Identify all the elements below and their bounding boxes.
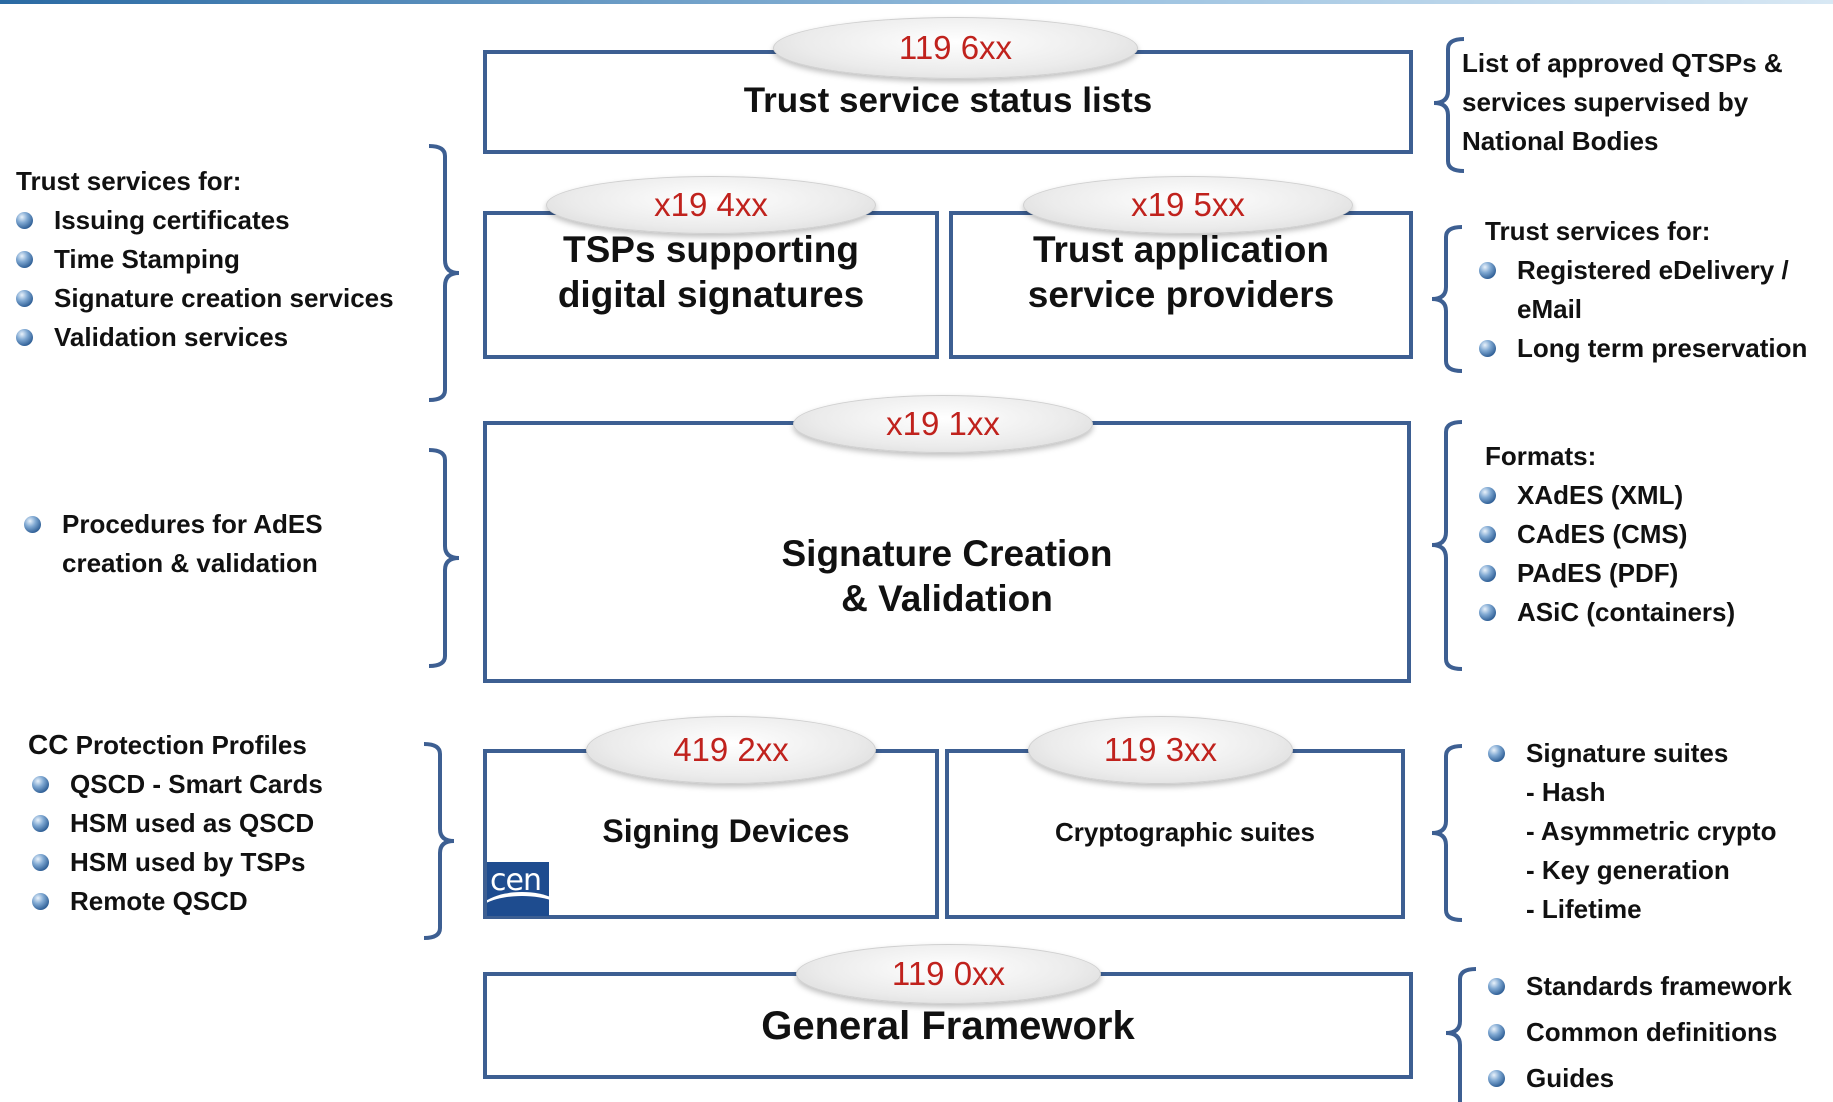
- right-trust-services-note: Trust services for: Registered eDelivery…: [1479, 212, 1807, 368]
- right-brace-approved-list: [1433, 37, 1465, 173]
- list-item: PAdES (PDF): [1477, 554, 1735, 593]
- formats-heading: Formats:: [1485, 441, 1597, 471]
- left-brace-trust-services: [428, 144, 460, 402]
- list-item: ASiC (containers): [1477, 593, 1735, 632]
- top-accent-line: [0, 0, 1833, 4]
- signature-creation-validation-title: Signature Creation & Validation: [487, 531, 1407, 621]
- list-item: Issuing certificates: [14, 201, 394, 240]
- signing-devices-title: Signing Devices: [602, 813, 850, 849]
- framework-list: Standards framework Common definitions G…: [1486, 963, 1792, 1101]
- right-brace-signature-suites: [1431, 744, 1463, 922]
- left-trust-services-heading: Trust services for:: [16, 166, 242, 196]
- tsp-digital-signatures-title: TSPs supporting digital signatures: [487, 227, 935, 317]
- right-trust-services-list: Registered eDelivery / eMail Long term p…: [1477, 251, 1807, 368]
- trust-application-providers-title: Trust application service providers: [953, 227, 1409, 317]
- list-item-continuation: eMail: [1517, 294, 1583, 324]
- code-oval-119-3xx: 119 3xx: [1028, 716, 1293, 784]
- left-procedures-note: Procedures for AdES creation & validatio…: [22, 505, 323, 583]
- bullet-icon: [1479, 526, 1496, 543]
- bullet-icon: [1479, 565, 1496, 582]
- list-item: Time Stamping: [14, 240, 394, 279]
- left-trust-services-list: Issuing certificates Time Stamping Signa…: [14, 201, 394, 357]
- tasp-title-line1: Trust application: [1032, 229, 1330, 270]
- bullet-icon: [1479, 340, 1496, 357]
- right-brace-trust-services: [1431, 225, 1463, 373]
- sub-item: - Key generation: [1526, 855, 1730, 885]
- list-item: QSCD - Smart Cards: [30, 765, 323, 804]
- right-approved-list-note: List of approved QTSPs & services superv…: [1462, 48, 1783, 156]
- bullet-icon: [16, 290, 33, 307]
- formats-list: XAdES (XML) CAdES (CMS) PAdES (PDF) ASiC…: [1477, 476, 1735, 632]
- bullet-icon: [1479, 262, 1496, 279]
- right-framework-note: Standards framework Common definitions G…: [1486, 963, 1792, 1101]
- right-brace-framework: [1445, 967, 1477, 1102]
- left-brace-protection-profiles: [423, 742, 455, 940]
- code-oval-x19-4xx: x19 4xx: [546, 176, 876, 234]
- sub-item: - Lifetime: [1526, 894, 1642, 924]
- left-brace-procedures: [428, 448, 460, 668]
- scv-title-line2: & Validation: [841, 578, 1053, 620]
- bullet-icon: [32, 893, 49, 910]
- list-item: Registered eDelivery /: [1477, 251, 1807, 290]
- left-protection-profiles-note: CC Protection Profiles QSCD - Smart Card…: [28, 725, 323, 921]
- list-item: HSM used by TSPs: [30, 843, 323, 882]
- list-item: Common definitions: [1486, 1009, 1792, 1055]
- tsp-title-line1: TSPs supporting: [563, 229, 859, 270]
- list-item: Validation services: [14, 318, 394, 357]
- right-trust-services-heading: Trust services for:: [1485, 216, 1711, 246]
- left-trust-services-note: Trust services for: Issuing certificates…: [16, 162, 394, 357]
- tsp-digital-signatures-box: TSPs supporting digital signatures: [483, 211, 939, 359]
- cryptographic-suites-title: Cryptographic suites: [1054, 817, 1316, 847]
- right-signature-suites-note: Signature suites - Hash - Asymmetric cry…: [1486, 734, 1776, 929]
- code-oval-119-0xx: 119 0xx: [796, 944, 1101, 1004]
- bullet-icon: [16, 251, 33, 268]
- code-oval-x19-1xx: x19 1xx: [793, 395, 1093, 453]
- bullet-icon: [1488, 1070, 1505, 1087]
- protection-profiles-list: QSCD - Smart Cards HSM used as QSCD HSM …: [30, 765, 323, 921]
- bullet-icon: [1488, 978, 1505, 995]
- trust-application-providers-box: Trust application service providers: [949, 211, 1413, 359]
- list-item: Procedures for AdES: [22, 505, 323, 544]
- list-item-continuation: creation & validation: [62, 548, 318, 578]
- list-item: Signature suites: [1486, 734, 1776, 773]
- protection-profiles-cc: CC: [28, 729, 69, 760]
- protection-profiles-heading-rest: Protection Profiles: [68, 730, 307, 760]
- list-item: Standards framework: [1486, 963, 1792, 1009]
- bullet-icon: [24, 516, 41, 533]
- list-item: XAdES (XML): [1477, 476, 1735, 515]
- right-brace-formats: [1431, 420, 1463, 671]
- bullet-icon: [16, 329, 33, 346]
- bullet-icon: [32, 815, 49, 832]
- bullet-icon: [16, 212, 33, 229]
- list-item: Remote QSCD: [30, 882, 323, 921]
- scv-title-line1: Signature Creation: [781, 533, 1113, 574]
- code-oval-x19-5xx: x19 5xx: [1023, 176, 1353, 234]
- code-oval-119-6xx: 119 6xx: [773, 17, 1138, 79]
- list-item: HSM used as QSCD: [30, 804, 323, 843]
- sub-item: - Asymmetric crypto: [1526, 816, 1777, 846]
- right-formats-note: Formats: XAdES (XML) CAdES (CMS) PAdES (…: [1479, 437, 1735, 632]
- tsp-title-line2: digital signatures: [557, 274, 865, 316]
- bullet-icon: [32, 776, 49, 793]
- code-oval-419-2xx: 419 2xx: [586, 716, 876, 784]
- bullet-icon: [1479, 487, 1496, 504]
- bullet-icon: [1479, 604, 1496, 621]
- list-item: CAdES (CMS): [1477, 515, 1735, 554]
- list-item: Long term preservation: [1477, 329, 1807, 368]
- bullet-icon: [1488, 745, 1505, 762]
- cen-logo: cen: [487, 862, 549, 916]
- list-item: Guides: [1486, 1055, 1792, 1101]
- sub-item: - Hash: [1526, 777, 1606, 807]
- bullet-icon: [32, 854, 49, 871]
- cen-logo-wave: [487, 892, 549, 916]
- list-item: Signature creation services: [14, 279, 394, 318]
- tasp-title-line2: service providers: [1027, 274, 1335, 316]
- protection-profiles-heading: CC Protection Profiles: [28, 725, 323, 765]
- general-framework-title: General Framework: [761, 1004, 1135, 1048]
- trust-service-status-lists-title: Trust service status lists: [743, 81, 1153, 120]
- signature-creation-validation-box: Signature Creation & Validation: [483, 421, 1411, 683]
- bullet-icon: [1488, 1024, 1505, 1041]
